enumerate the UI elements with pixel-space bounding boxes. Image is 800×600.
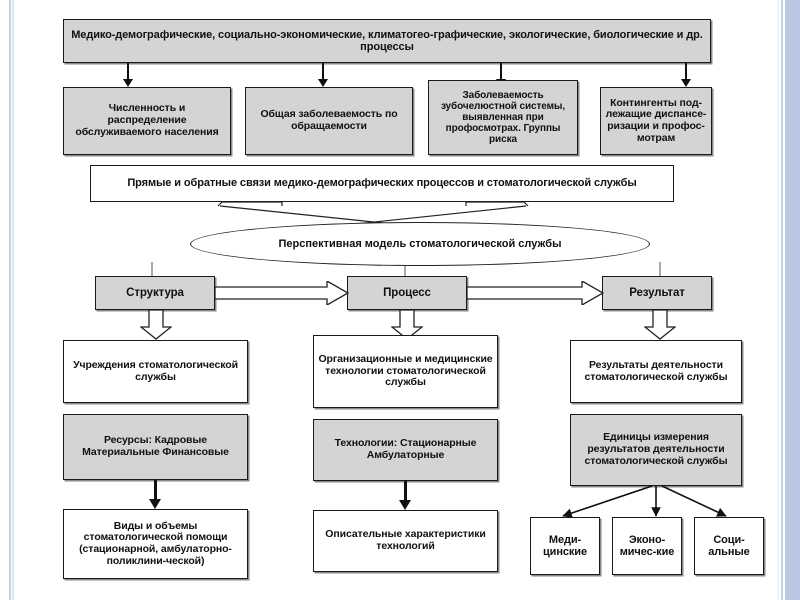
perspective-model-label: Перспективная модель стоматологической с… (278, 238, 562, 250)
factor-box-contingents: Контингенты под-лежащие диспансе-ризации… (600, 87, 712, 155)
factor-box-dental-morbidity: Заболеваемость зубочелюстной системы, вы… (428, 80, 578, 155)
level2-box-technologies-types: Технологии: Стационарные Амбулаторные (313, 419, 498, 481)
block-arrow-structure-down (140, 310, 172, 340)
level1-box-institutions: Учреждения стоматологической службы (63, 340, 248, 403)
result-leaf-social: Соци-альные (694, 517, 764, 575)
page-rail-left-outer (9, 0, 11, 600)
level1-label-activity-results: Результаты деятельности стоматологическо… (584, 358, 728, 383)
arrowhead-banner-population (123, 79, 133, 87)
block-arrow-process-to-result (467, 281, 604, 305)
connector-banner-population (127, 63, 129, 82)
page-rail-right-inner (781, 0, 783, 600)
result-leaf-label-medical: Меди-цинские (543, 533, 587, 558)
result-leaf-label-social: Соци-альные (708, 533, 750, 558)
processes-banner: Медико-демографические, социально-эконом… (63, 19, 711, 63)
factor-label-contingents: Контингенты под-лежащие диспансе-ризации… (605, 96, 707, 144)
arrowhead-care-types (149, 499, 161, 509)
factor-label-population: Численность и распределение обслуживаемо… (75, 102, 219, 138)
links-box-label: Прямые и обратные связи медико-демографи… (127, 177, 637, 190)
processes-banner-label: Медико-демографические, социально-эконом… (71, 28, 703, 53)
connector-technologies-to-descriptive (404, 481, 407, 503)
block-arrow-structure-to-process (215, 281, 349, 305)
level1-box-activity-results: Результаты деятельности стоматологическо… (570, 340, 742, 403)
spr-box-process: Процесс (347, 276, 467, 310)
perspective-model-ellipse: Перспективная модель стоматологической с… (190, 222, 650, 266)
arrowhead-banner-morbidity (318, 79, 328, 87)
level2-label-resources: Ресурсы: Кадровые Материальные Финансовы… (82, 434, 229, 458)
page-rail-left-inner (12, 0, 14, 600)
arrowhead-banner-contingents (681, 79, 691, 87)
result-leaf-medical: Меди-цинские (530, 517, 600, 575)
level3-label-care-types: Виды и объемы стоматологической помощи (… (79, 519, 232, 567)
links-box: Прямые и обратные связи медико-демографи… (90, 165, 674, 202)
level2-label-technologies-types: Технологии: Стационарные Амбулаторные (334, 437, 477, 461)
level3-box-descriptive-characteristics: Описательные характеристики технологий (313, 510, 498, 572)
page-rail-right-hair (778, 0, 779, 600)
factor-label-general-morbidity: Общая заболеваемость по обращаемости (260, 108, 398, 132)
level3-label-descriptive-characteristics: Описательные характеристики технологий (325, 528, 486, 552)
factor-label-dental-morbidity: Заболеваемость зубочелюстной системы, вы… (440, 89, 566, 146)
spr-box-structure: Структура (95, 276, 215, 310)
connector-banner-morbidity (322, 63, 324, 82)
connector-banner-dental (500, 63, 502, 82)
factor-box-general-morbidity: Общая заболеваемость по обращаемости (245, 87, 413, 155)
level2-box-resources: Ресурсы: Кадровые Материальные Финансовы… (63, 414, 248, 480)
result-leaf-economic: Эконо-мичес-кие (612, 517, 682, 575)
level3-box-care-types: Виды и объемы стоматологической помощи (… (63, 509, 248, 579)
level2-label-measurement-units: Единицы измерения результатов деятельнос… (584, 431, 728, 467)
result-leaf-label-economic: Эконо-мичес-кие (619, 533, 675, 558)
spr-label-process: Процесс (383, 286, 431, 299)
connector-resources-to-care-types (154, 480, 157, 502)
factor-box-population: Численность и распределение обслуживаемо… (63, 87, 231, 155)
spr-label-structure: Структура (126, 286, 184, 299)
block-arrow-result-down (644, 310, 676, 340)
connector-banner-contingents (685, 63, 687, 82)
level2-box-measurement-units: Единицы измерения результатов деятельнос… (570, 414, 742, 486)
spr-box-result: Результат (602, 276, 712, 310)
block-arrow-process-down (391, 310, 423, 340)
level1-label-technologies-org: Организационные и медицинские технологии… (318, 352, 493, 389)
spr-label-result: Результат (629, 286, 685, 299)
level1-box-technologies-org: Организационные и медицинские технологии… (313, 335, 498, 408)
level1-label-institutions: Учреждения стоматологической службы (73, 358, 238, 383)
arrowhead-descriptive (399, 500, 411, 510)
page-rail-right-outer (785, 0, 800, 600)
